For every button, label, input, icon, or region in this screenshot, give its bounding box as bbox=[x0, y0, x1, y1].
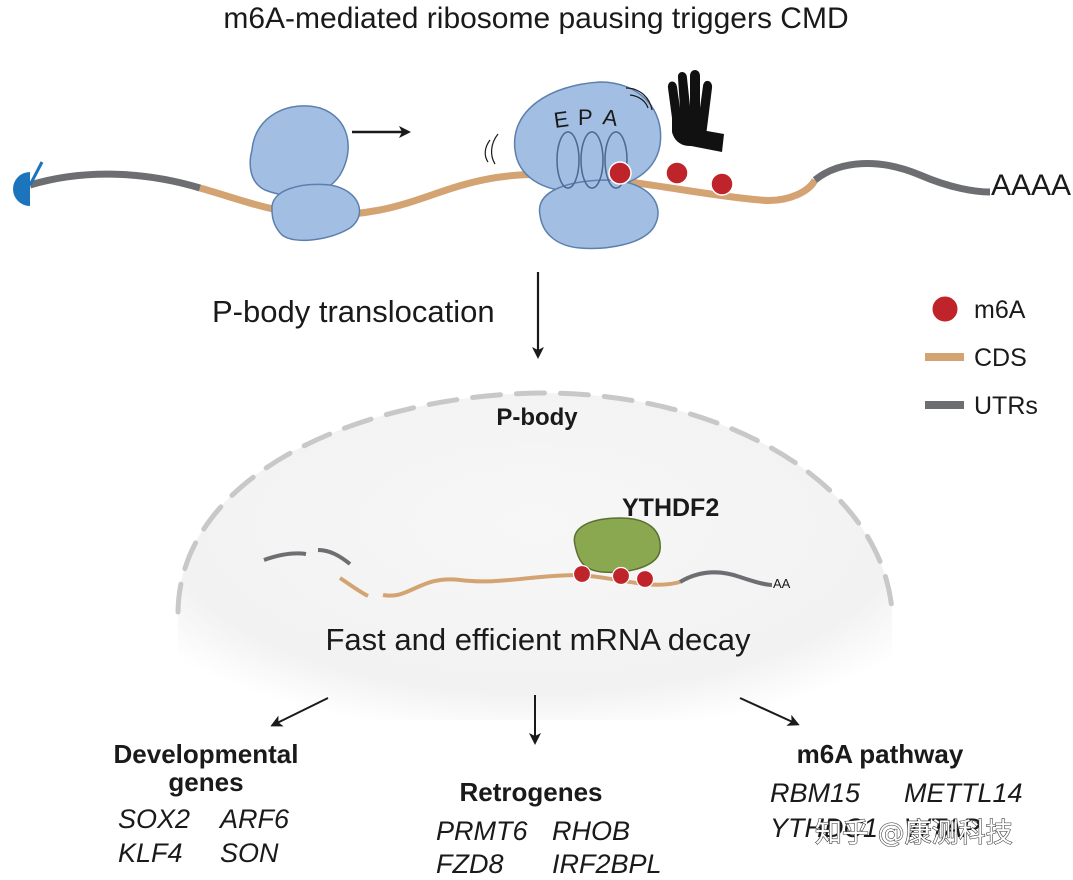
gene-name: ARF6 bbox=[218, 804, 290, 834]
e-site-trna bbox=[556, 131, 580, 189]
gene-name: IRF2BPL bbox=[552, 849, 662, 879]
ythdf2-protein bbox=[573, 517, 661, 574]
m6a-mark bbox=[572, 564, 592, 584]
utr-fragment bbox=[263, 551, 307, 562]
gene-name: WTAP bbox=[904, 813, 980, 843]
developmental-title-line1: Developmental bbox=[114, 739, 299, 769]
diagram-title: m6A-mediated ribosome pausing triggers C… bbox=[223, 2, 848, 35]
poly-a-tail: AAAA bbox=[991, 169, 1071, 202]
translating-ribosome bbox=[249, 105, 361, 242]
vibration-right bbox=[625, 87, 653, 111]
arrow-to-developmental bbox=[270, 697, 329, 727]
vibration-left bbox=[484, 133, 499, 165]
paused-large-subunit bbox=[513, 81, 662, 193]
gene-name: SOX2 bbox=[118, 804, 190, 834]
cds-segment bbox=[382, 572, 681, 598]
utr-segment bbox=[678, 570, 773, 587]
gene-name: FZD8 bbox=[436, 849, 504, 879]
degrading-mrna: AA bbox=[263, 548, 791, 598]
p-site-label: P bbox=[578, 105, 593, 130]
legend-m6a-label: m6A bbox=[974, 296, 1026, 324]
retrogenes: Retrogenes PRMT6 RHOB FZD8 IRF2BPL bbox=[436, 777, 662, 879]
ribosome-large-subunit bbox=[249, 105, 349, 197]
developmental-genes: Developmental genes SOX2 ARF6 KLF4 SON bbox=[114, 739, 299, 868]
stop-hand-icon bbox=[667, 70, 724, 152]
m6a-mark bbox=[611, 566, 631, 586]
arrow-to-m6a-pathway bbox=[739, 697, 800, 726]
legend-m6a-swatch bbox=[931, 295, 959, 323]
retrogenes-title: Retrogenes bbox=[459, 777, 602, 807]
p-body-title: P-body bbox=[496, 404, 578, 431]
gene-name: YTHDC1 bbox=[770, 813, 878, 843]
decay-caption: Fast and efficient mRNA decay bbox=[325, 622, 751, 657]
e-site-label: E bbox=[552, 106, 570, 133]
utr-fragment bbox=[317, 548, 352, 566]
m6a-pathway: m6A pathway RBM15 METTL14 YTHDC1 WTAP bbox=[770, 739, 1023, 843]
a-site-trna bbox=[604, 131, 628, 189]
three-prime-utr bbox=[812, 160, 991, 196]
paused-ribosome: E P A bbox=[484, 81, 662, 250]
translocation-label: P-body translocation bbox=[212, 294, 495, 329]
ribosome-small-subunit bbox=[271, 183, 361, 242]
gene-name: RBM15 bbox=[770, 778, 861, 808]
m6a-mark bbox=[608, 161, 632, 185]
p-site-trna bbox=[580, 131, 604, 189]
m6a-mark bbox=[635, 569, 655, 589]
paused-small-subunit bbox=[538, 179, 659, 250]
gene-name: SON bbox=[220, 838, 279, 868]
p-body: P-body bbox=[175, 390, 895, 720]
legend-cds-label: CDS bbox=[974, 344, 1027, 372]
ythdf2-label: YTHDF2 bbox=[622, 494, 719, 522]
watermark: 知乎 @康测科技 bbox=[815, 818, 1013, 849]
gene-name: KLF4 bbox=[118, 838, 183, 868]
p-body-fill bbox=[178, 392, 892, 720]
cap-stem bbox=[28, 161, 44, 186]
m6a-pathway-title: m6A pathway bbox=[797, 739, 964, 769]
m6a-mark bbox=[710, 172, 734, 196]
developmental-title-line2: genes bbox=[168, 767, 243, 797]
a-site-label: A bbox=[601, 104, 619, 131]
legend-utr-label: UTRs bbox=[974, 392, 1038, 420]
five-prime-cap-icon bbox=[13, 172, 30, 206]
p-body-boundary bbox=[175, 390, 895, 615]
cds-fragment bbox=[338, 576, 369, 598]
gene-name: PRMT6 bbox=[436, 816, 528, 846]
five-prime-utr bbox=[28, 170, 202, 192]
gene-name: RHOB bbox=[552, 816, 630, 846]
legend: m6A CDS UTRs bbox=[925, 295, 1038, 420]
gene-name: METTL14 bbox=[904, 778, 1023, 808]
pbody-poly-a: AA bbox=[773, 576, 791, 591]
m6a-mark bbox=[665, 161, 689, 185]
